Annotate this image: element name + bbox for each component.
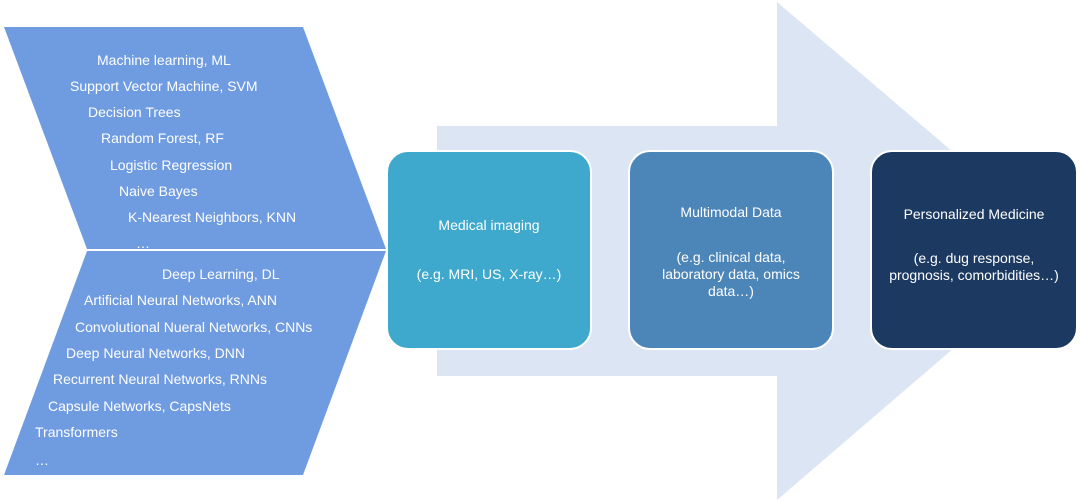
ml-item: Support Vector Machine, SVM	[70, 78, 258, 94]
dl-item: Convolutional Nueral Networks, CNNs	[75, 319, 313, 335]
dl-item: Capsule Networks, CapsNets	[48, 398, 231, 414]
ml-item: Logistic Regression	[110, 157, 233, 173]
ml-item: K-Nearest Neighbors, KNN	[128, 209, 297, 225]
medical-imaging-title: Medical imaging	[438, 217, 540, 233]
multimodal-data-title: Multimodal Data	[680, 204, 782, 220]
medical-imaging-box: Medical imaging (e.g. MRI, US, X-ray…)	[386, 150, 592, 350]
ml-item: Naive Bayes	[119, 183, 198, 199]
dl-chevron	[4, 251, 386, 475]
ml-item: Decision Trees	[88, 104, 181, 120]
dl-item: …	[35, 452, 49, 468]
ml-item: …	[136, 235, 150, 251]
dl-item: Deep Neural Networks, DNN	[66, 345, 245, 361]
ml-item: Random Forest, RF	[101, 130, 224, 146]
medical-imaging-detail: (e.g. MRI, US, X-ray…)	[416, 266, 562, 282]
personalized-medicine-detail: (e.g. dug response, prognosis, comorbidi…	[889, 250, 1059, 283]
ml-chevron	[4, 27, 386, 249]
multimodal-data-box: Multimodal Data (e.g. clinical data, lab…	[628, 150, 834, 350]
dl-item: Artificial Neural Networks, ANN	[84, 292, 277, 308]
personalized-medicine-box: Personalized Medicine (e.g. dug response…	[870, 150, 1078, 350]
ml-item: Machine learning, ML	[97, 52, 231, 68]
multimodal-data-detail: (e.g. clinical data, laboratory data, om…	[662, 249, 800, 299]
personalized-medicine-title: Personalized Medicine	[903, 206, 1045, 222]
dl-item: Deep Learning, DL	[162, 266, 280, 282]
dl-item: Recurrent Neural Networks, RNNs	[53, 371, 267, 387]
dl-item: Transformers	[35, 424, 118, 440]
